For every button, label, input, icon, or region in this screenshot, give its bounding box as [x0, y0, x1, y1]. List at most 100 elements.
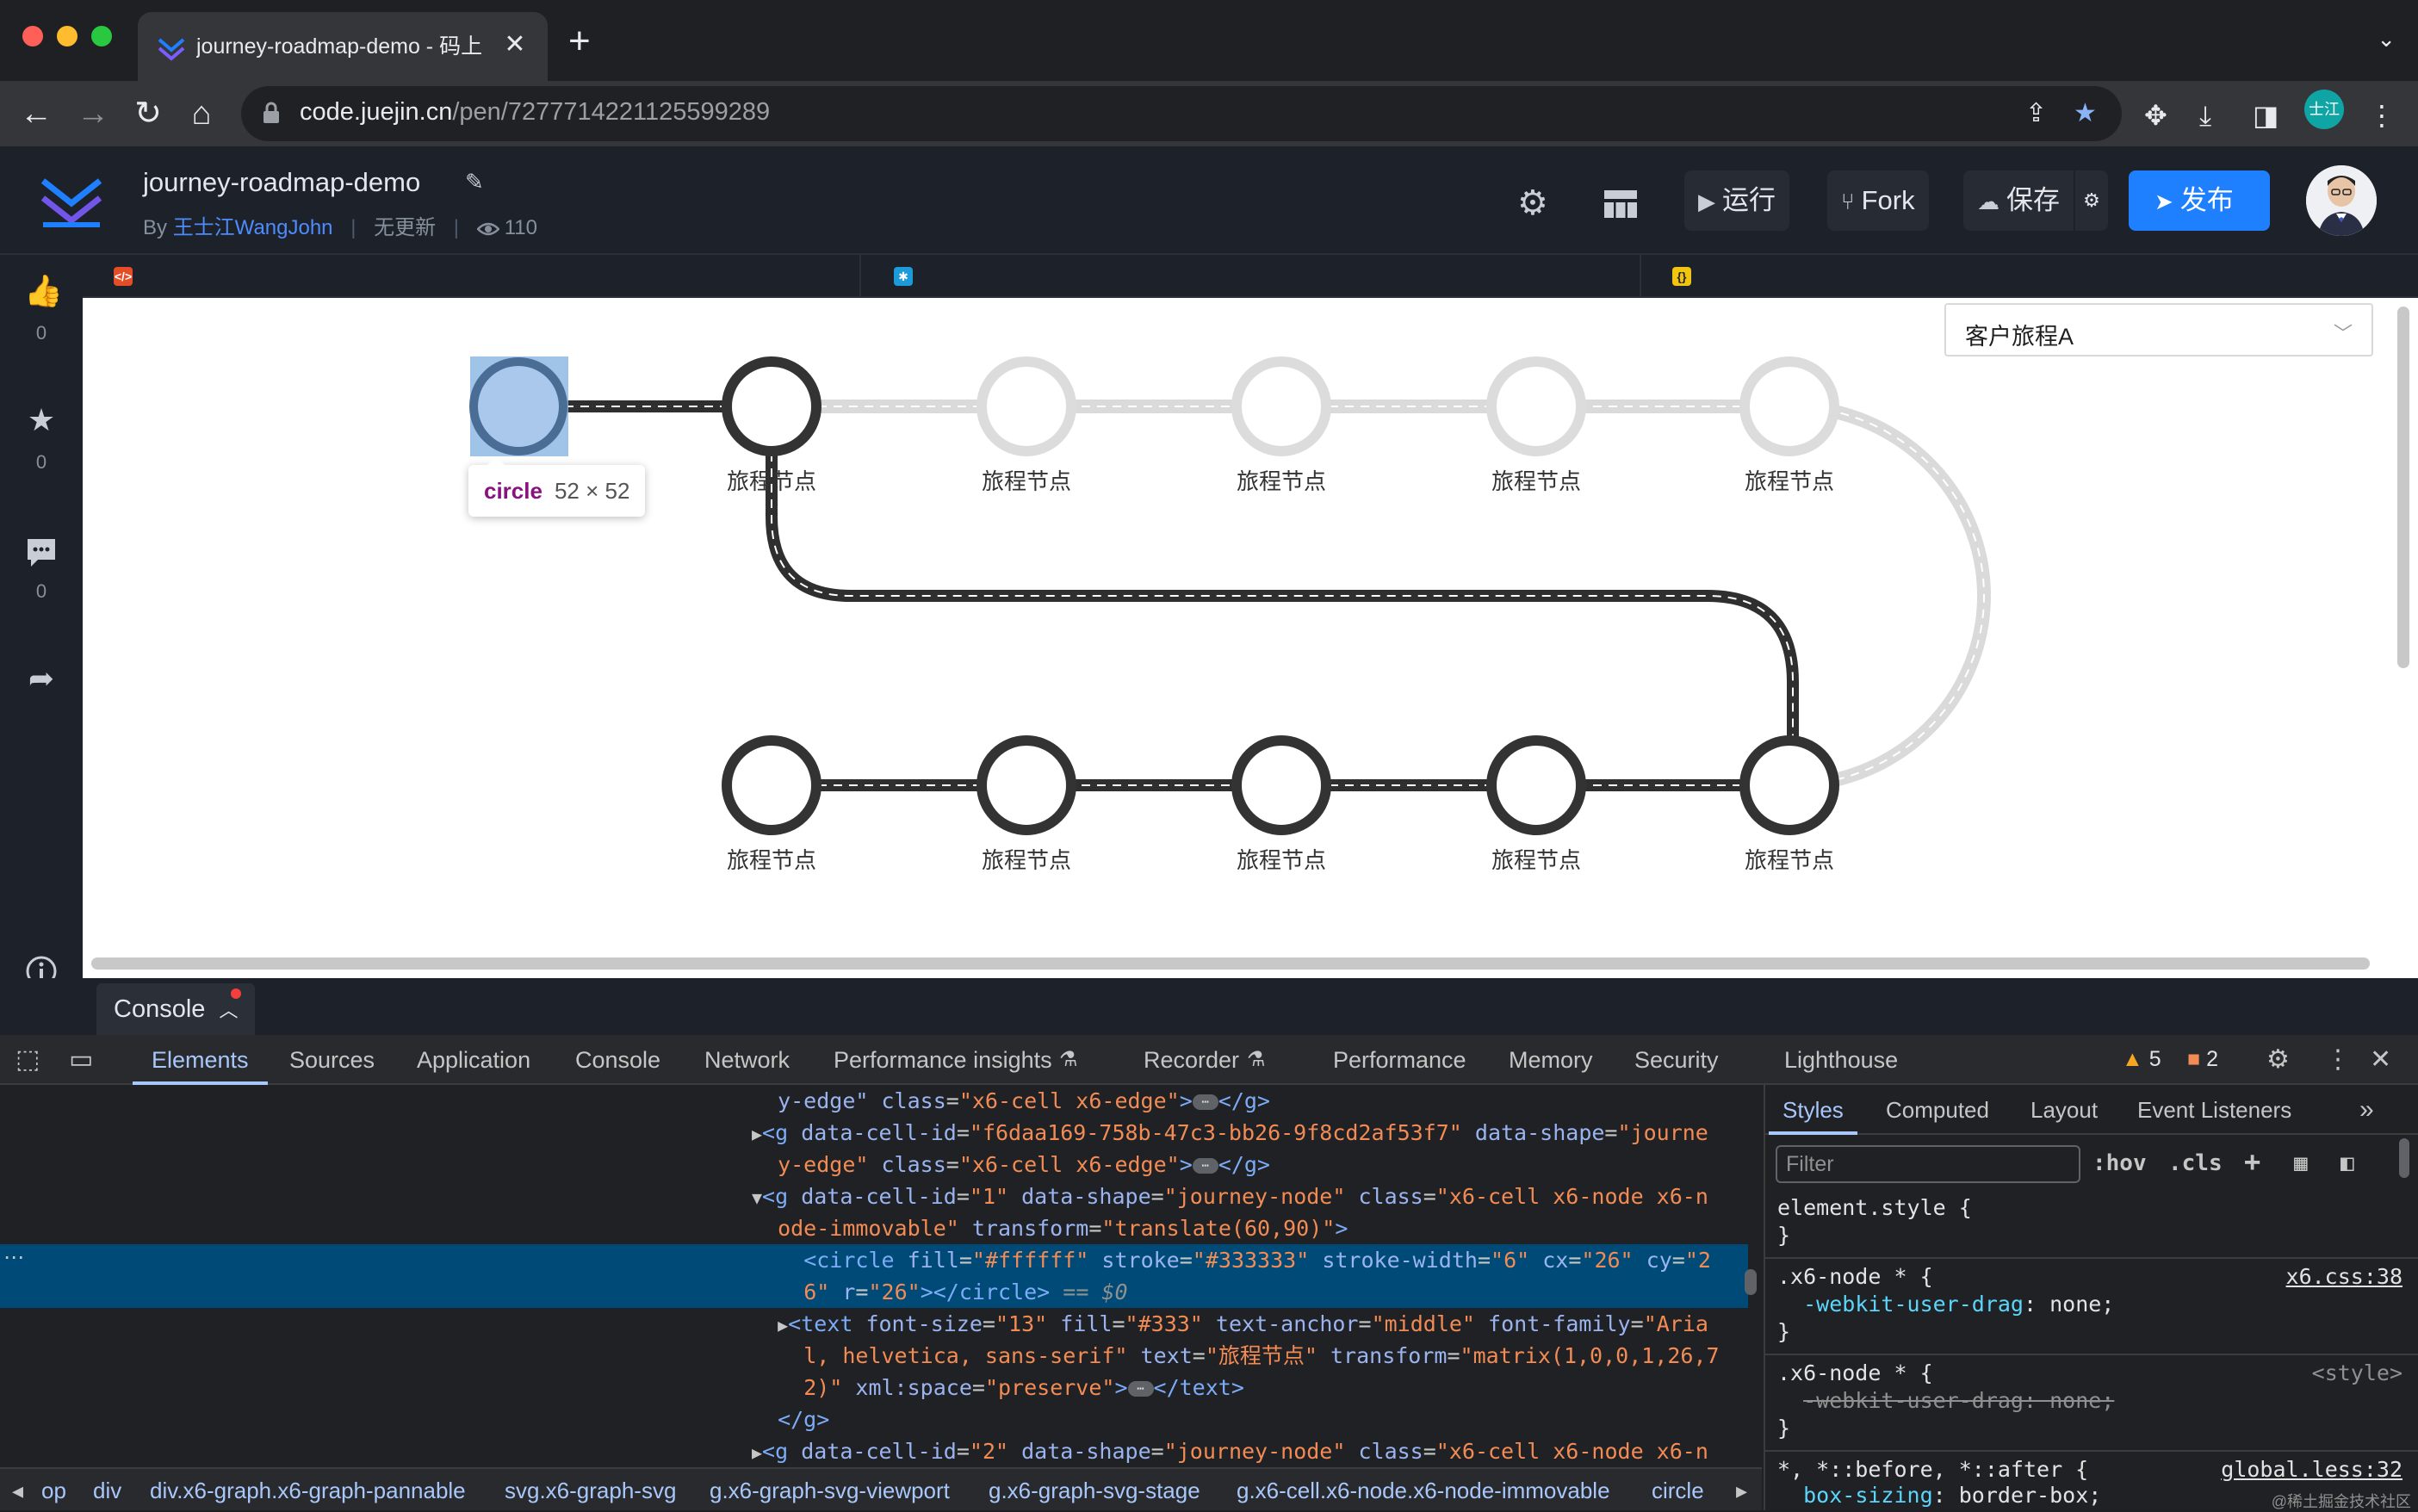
panel-divider[interactable] — [859, 255, 861, 296]
hover-state-toggle[interactable]: :hov — [2092, 1150, 2147, 1176]
forward-arrow-icon[interactable]: → — [77, 96, 109, 132]
journey-node-11[interactable] — [722, 735, 822, 835]
new-style-rule-icon[interactable]: + — [2244, 1145, 2261, 1178]
dom-node-line[interactable]: ▶<text font-size="13" fill="#333" text-a… — [778, 1311, 1708, 1336]
dom-node-line[interactable]: 2)" xml:space="preserve">⋯</text> — [803, 1375, 1244, 1400]
paint-brush-icon[interactable]: ▦ — [2294, 1150, 2308, 1176]
console-toggle-button[interactable]: Console ︿ — [96, 983, 256, 1035]
save-settings-icon[interactable]: ⚙ — [2074, 170, 2108, 231]
tab-console[interactable]: Console — [575, 1047, 661, 1073]
share-arrow-icon[interactable]: ➦ — [28, 660, 55, 696]
journey-node-6[interactable] — [1739, 356, 1839, 456]
run-button[interactable]: ▶运行 — [1684, 170, 1789, 231]
star-icon[interactable]: ★ — [27, 402, 56, 437]
toggle-sidebar-icon[interactable]: ◧ — [2340, 1150, 2354, 1176]
journey-node-5[interactable] — [1486, 356, 1586, 456]
devtools-settings-gear-icon[interactable]: ⚙ — [2266, 1045, 2290, 1074]
tab-layout[interactable]: Layout — [2031, 1097, 2099, 1123]
fork-button[interactable]: ⑂Fork — [1827, 170, 1929, 231]
profile-avatar[interactable]: 士江 — [2304, 90, 2344, 129]
tab-performance-insights[interactable]: Performance insights — [834, 1047, 1052, 1073]
tab-network[interactable]: Network — [704, 1047, 790, 1073]
rule-declaration-overridden[interactable]: -webkit-user-drag: none; — [1803, 1388, 2115, 1413]
breadcrumb-item[interactable]: g.x6-cell.x6-node.x6-node-immovable — [1237, 1478, 1610, 1503]
tab-memory[interactable]: Memory — [1509, 1047, 1593, 1073]
tab-styles[interactable]: Styles — [1769, 1085, 1857, 1135]
breadcrumb-scroll-left-icon[interactable]: ◂ — [12, 1478, 24, 1503]
class-toggle[interactable]: .cls — [2168, 1150, 2223, 1176]
breadcrumb-item[interactable]: circle — [1652, 1478, 1704, 1503]
reload-icon[interactable]: ↻ — [134, 96, 162, 132]
dom-node-line[interactable]: ▶<g data-cell-id="2" data-shape="journey… — [751, 1439, 1708, 1464]
download-icon[interactable]: ⤓ — [2199, 100, 2212, 131]
dom-node-line[interactable]: y-edge" class="x6-cell x6-edge">⋯</g> — [778, 1088, 1270, 1113]
tab-search-chevron-icon[interactable]: ⌄ — [2377, 26, 2396, 52]
tab-computed[interactable]: Computed — [1886, 1097, 1989, 1123]
rule-selector[interactable]: .x6-node * { — [1777, 1264, 1933, 1289]
home-icon[interactable]: ⌂ — [191, 96, 212, 132]
tab-performance[interactable]: Performance — [1333, 1047, 1466, 1073]
breadcrumb-item[interactable]: op — [41, 1478, 66, 1503]
publish-button[interactable]: ➤发布 — [2129, 170, 2270, 231]
tab-sources[interactable]: Sources — [289, 1047, 375, 1073]
dom-node-line-selected[interactable]: <circle fill="#ffffff" stroke="#333333" … — [0, 1244, 1748, 1276]
styles-scrollbar[interactable] — [2399, 1138, 2409, 1178]
inspect-element-icon[interactable]: ⬚ — [16, 1045, 40, 1074]
extensions-puzzle-icon[interactable]: ✥ — [2144, 100, 2167, 131]
omnibox[interactable]: code.juejin.cn/pen/7277714221125599289 ⇪… — [241, 86, 2122, 141]
rule-declaration[interactable]: -webkit-user-drag: none; — [1803, 1292, 2115, 1317]
preview-vertical-scrollbar[interactable] — [2397, 307, 2409, 668]
device-toolbar-icon[interactable]: ▭ — [69, 1045, 94, 1074]
devtools-close-icon[interactable]: ✕ — [2370, 1045, 2392, 1074]
issues-counter[interactable]: ■ 2 — [2187, 1047, 2218, 1072]
rule-source-link[interactable]: global.less:32 — [2221, 1457, 2402, 1482]
journey-node-2[interactable] — [722, 356, 822, 456]
edit-pencil-icon[interactable]: ✎ — [465, 169, 484, 195]
user-avatar[interactable] — [2306, 165, 2377, 236]
dom-node-line[interactable]: ode-immovable" transform="translate(60,9… — [778, 1216, 1348, 1241]
settings-gear-icon[interactable]: ⚙ — [1517, 184, 1548, 222]
element-style-rule[interactable]: element.style { — [1777, 1195, 1972, 1220]
share-icon[interactable]: ⇪ — [2025, 99, 2048, 127]
dom-node-line[interactable]: ▶<g data-cell-id="f6daa169-758b-47c3-bb2… — [751, 1120, 1708, 1145]
new-tab-icon[interactable]: + — [568, 20, 591, 62]
rule-selector[interactable]: *, *::before, *::after { — [1777, 1457, 2089, 1482]
comment-bubble-icon[interactable] — [24, 536, 59, 570]
thumbs-up-icon[interactable]: 👍 — [24, 273, 63, 308]
layout-grid-icon[interactable] — [1603, 189, 1638, 219]
breadcrumb-item[interactable]: div.x6-graph.x6-graph-pannable — [150, 1478, 466, 1503]
browser-menu-icon[interactable]: ⋮ — [2368, 100, 2396, 131]
rule-source-link[interactable]: x6.css:38 — [2285, 1264, 2402, 1289]
dom-node-line[interactable]: y-edge" class="x6-cell x6-edge">⋯</g> — [778, 1152, 1270, 1177]
css-panel-icon[interactable]: ✱ — [894, 267, 913, 286]
journey-select[interactable]: 客户旅程A ﹀ — [1944, 303, 2373, 356]
back-arrow-icon[interactable]: ← — [20, 96, 53, 132]
close-window-button[interactable] — [22, 26, 43, 46]
styles-filter-input[interactable]: Filter — [1776, 1145, 2080, 1183]
juejin-logo-icon[interactable] — [38, 172, 105, 229]
rule-declaration[interactable]: box-sizing: border-box; — [1803, 1483, 2102, 1508]
more-tabs-chevron-icon[interactable]: » — [2359, 1095, 2374, 1124]
journey-node-8[interactable] — [1486, 735, 1586, 835]
tab-lighthouse[interactable]: Lighthouse — [1784, 1047, 1899, 1073]
maximize-window-button[interactable] — [91, 26, 112, 46]
journey-node-9[interactable] — [1231, 735, 1331, 835]
node-actions-ellipsis-icon[interactable]: ⋯ — [3, 1246, 24, 1269]
dom-node-line[interactable]: </g> — [778, 1407, 830, 1432]
breadcrumb-item[interactable]: div — [93, 1478, 122, 1503]
side-panel-icon[interactable]: ◨ — [2253, 100, 2279, 131]
breadcrumb-scroll-right-icon[interactable]: ▸ — [1736, 1478, 1748, 1503]
tab-recorder[interactable]: Recorder — [1144, 1047, 1240, 1073]
dom-node-line[interactable]: ▼<g data-cell-id="1" data-shape="journey… — [751, 1184, 1708, 1209]
rule-selector[interactable]: .x6-node * { — [1777, 1360, 1933, 1385]
html-panel-icon[interactable]: </> — [114, 267, 133, 286]
tab-close-icon[interactable]: ✕ — [504, 30, 526, 59]
js-panel-icon[interactable]: {} — [1672, 267, 1691, 286]
minimize-window-button[interactable] — [57, 26, 78, 46]
dom-node-line[interactable]: l, helvetica, sans-serif" text="旅程节点" tr… — [803, 1343, 1720, 1368]
journey-node-1[interactable] — [469, 357, 567, 455]
tab-security[interactable]: Security — [1634, 1047, 1719, 1073]
browser-tab[interactable]: journey-roadmap-demo - 码上 ✕ — [138, 12, 548, 81]
panel-divider[interactable] — [1640, 255, 1641, 296]
devtools-menu-icon[interactable]: ⋮ — [2325, 1045, 2351, 1074]
